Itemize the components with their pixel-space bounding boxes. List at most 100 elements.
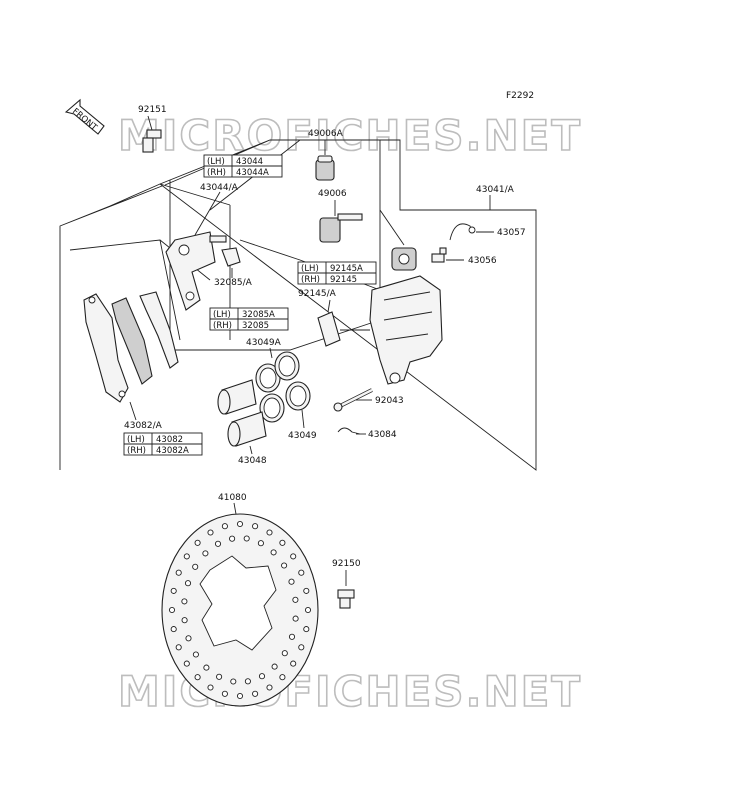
label-43049a: 43049A: [246, 338, 282, 348]
disc-hole: [221, 523, 228, 530]
t43044-part-lh: 43044: [236, 157, 263, 167]
t92145-part-lh: 92145A: [330, 264, 363, 274]
disc-hole: [181, 598, 188, 605]
disc-hole: [170, 587, 177, 594]
watermark-top: MICROFICHES.NET: [118, 111, 582, 160]
disc-hole: [252, 523, 259, 530]
t43044-part-rh: 43044A: [236, 168, 269, 178]
label-43041a: 43041/A: [476, 185, 515, 195]
t32085-part-lh: 32085A: [242, 310, 275, 320]
label-43057: 43057: [497, 228, 526, 238]
spring-92145: [317, 311, 341, 347]
front-arrow-icon: FRONT: [64, 98, 105, 135]
disc-hole: [271, 663, 278, 670]
disc-hole: [168, 606, 176, 614]
brake-pad-inner: [111, 291, 179, 385]
disc-hole: [175, 569, 182, 576]
label-92151: 92151: [138, 105, 167, 115]
table-92145: (LH) 92145A (RH) 92145: [297, 261, 377, 285]
disc-hole: [221, 690, 228, 697]
disc-hole: [236, 692, 244, 700]
disc-hole: [279, 674, 286, 681]
brake-pad-outer: [83, 293, 129, 403]
table-32085: (LH) 32085A (RH) 32085: [209, 307, 289, 331]
t32085-part-rh: 32085: [242, 321, 269, 331]
disc-hole: [175, 644, 182, 651]
bleeder-43056: [431, 247, 447, 263]
label-43044a: 43044/A: [200, 183, 239, 193]
label-32085a: 32085/A: [214, 278, 253, 288]
disc-hole: [192, 651, 199, 658]
disc-hole: [192, 563, 199, 570]
disc-hole: [288, 578, 295, 585]
t92145-side-rh: (RH): [301, 275, 320, 285]
cotter-pin-43084: [337, 427, 361, 435]
disc-hole: [266, 684, 273, 691]
label-43056: 43056: [468, 256, 497, 266]
disc-hole: [298, 644, 305, 651]
t43082-side-rh: (RH): [127, 446, 146, 456]
disc-hole: [292, 596, 299, 603]
disc-hole: [279, 539, 286, 546]
bolt-92150: [337, 589, 355, 609]
label-49006a: 49006A: [308, 129, 344, 139]
disc-hole: [266, 529, 273, 536]
label-43048: 43048: [238, 456, 267, 466]
disc-hole: [303, 587, 310, 594]
t92145-side-lh: (LH): [301, 264, 319, 274]
disc-hole: [303, 626, 310, 633]
disc-hole: [288, 633, 296, 640]
disc-hole: [214, 540, 222, 547]
t43082-part-rh: 43082A: [156, 446, 189, 456]
disc-hole: [281, 562, 288, 569]
disc-hole: [290, 553, 297, 560]
t32085-side-lh: (LH): [213, 310, 231, 320]
t43044-side-lh: (LH): [207, 157, 225, 167]
label-49006: 49006: [318, 189, 347, 199]
disc-hole: [207, 529, 214, 536]
label-43049: 43049: [288, 431, 317, 441]
t43082-part-lh: 43082: [156, 435, 183, 445]
table-43044: (LH) 43044 (RH) 43044A: [203, 154, 283, 178]
disc-hole: [304, 606, 312, 614]
disc-hole: [184, 580, 192, 587]
disc-hole: [258, 673, 266, 680]
label-92043: 92043: [375, 396, 404, 406]
disc-hole: [202, 550, 209, 557]
disc-hole: [185, 635, 192, 642]
diagram-id: F2292: [506, 91, 534, 101]
pin-92043: [333, 388, 373, 412]
label-43084: 43084: [368, 430, 397, 440]
disc-hole: [281, 650, 288, 657]
disc-hole: [181, 617, 188, 624]
caliper-bracket: [165, 231, 227, 311]
disc-hole: [252, 690, 259, 697]
label-41080: 41080: [218, 493, 247, 503]
label-92150: 92150: [332, 559, 361, 569]
disc-hole: [292, 615, 299, 622]
t32085-side-rh: (RH): [213, 321, 232, 331]
disc-hole: [194, 674, 201, 681]
fitting-43057: [449, 223, 476, 241]
table-43082: (LH) 43082 (RH) 43082A: [123, 432, 203, 456]
disc-hole: [194, 539, 201, 546]
boot-49006: [319, 200, 363, 243]
disc-hole: [183, 553, 190, 560]
t92145-part-rh: 92145: [330, 275, 357, 285]
disc-hole: [270, 549, 277, 556]
piston-43048-1: [217, 379, 257, 415]
disc-hole: [229, 535, 236, 542]
disc-hole: [216, 673, 223, 680]
disc-hole: [257, 540, 264, 547]
disc-hole: [170, 626, 177, 633]
bolt-92151: [142, 115, 162, 153]
clip-32085: [221, 247, 241, 267]
label-43082a: 43082/A: [124, 421, 163, 431]
disc-hole: [244, 678, 251, 685]
disc-hole: [183, 660, 190, 667]
disc-hole: [298, 569, 305, 576]
disc-hole: [243, 535, 250, 542]
piston-43048-2: [227, 411, 267, 447]
t43082-side-lh: (LH): [127, 435, 145, 445]
